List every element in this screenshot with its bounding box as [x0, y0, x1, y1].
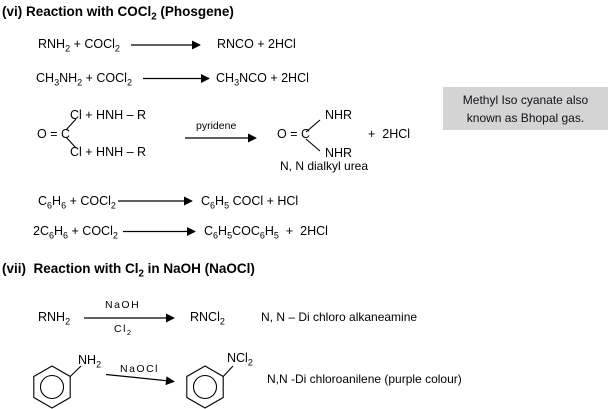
nh2-bond: [69, 365, 82, 377]
phosgene-branch-bottom: Cl + HNH – R: [70, 145, 147, 159]
urea-product-name: N, N dialkyl urea: [280, 159, 369, 173]
rxn-naoh-rhs: RNCl2: [190, 310, 225, 327]
note-line-1: Methyl Iso cyanate also: [462, 93, 589, 107]
urea-core: O = C: [277, 127, 310, 141]
urea-branch-top: NHR: [325, 108, 353, 122]
condition-pyridene: pyridene: [196, 120, 237, 132]
reaction-arrow-naocl: [105, 373, 175, 386]
rxn-benzene-di-rhs: C6H5COC6H5 + 2HCl: [204, 224, 328, 241]
bhopal-gas-note-box: Methyl Iso cyanate also known as Bhopal …: [443, 87, 608, 130]
phosgene-core: O = C: [37, 127, 70, 141]
urea-branch-bottom: NHR: [325, 146, 353, 160]
rxn-rnh2-lhs: RNH2 + COCl2: [38, 37, 120, 54]
benzene-ring-dichloroaniline: [186, 365, 234, 409]
rxn-benzene-di-lhs: 2C6H6 + COCl2: [33, 224, 118, 241]
condition-naoh: NaOH: [105, 299, 141, 311]
urea-byproduct: + 2HCl: [368, 127, 411, 141]
rxn-benzene-mono-lhs: C6H6 + COCl2: [38, 194, 116, 211]
condition-cl2: Cl2: [114, 323, 133, 338]
ncl2-bond: [222, 365, 234, 377]
condition-naocl: NaOCl: [120, 363, 160, 375]
dichloroanilene-name: N,N -Di chloroanilene (purple colour): [267, 372, 462, 386]
note-line-2: known as Bhopal gas.: [466, 111, 585, 125]
benzene-ring-aniline: [33, 365, 82, 409]
rxn-methylamine-rhs: CH3NCO + 2HCl: [216, 71, 309, 88]
phosgene-branch-top: Cl + HNH – R: [70, 108, 147, 122]
aniline-nh2-group: NH2: [78, 353, 102, 370]
heading-vi: (vi) Reaction with COCl2 (Phosgene): [2, 4, 234, 23]
rxn-rnh2-rhs: RNCO + 2HCl: [217, 37, 296, 51]
rxn-methylamine-lhs: CH3NH2 + COCl2: [36, 71, 132, 88]
product-ncl2-group: NCl2: [227, 351, 253, 368]
rxn-benzene-mono-rhs: C6H5 COCl + HCl: [201, 194, 299, 211]
dichloro-alkaneamine-name: N, N – Di chloro alkaneamine: [261, 310, 418, 324]
rxn-naoh-lhs: RNH2: [38, 310, 71, 327]
heading-vii: (vii) Reaction with Cl2 in NaOH (NaOCl): [2, 261, 255, 280]
